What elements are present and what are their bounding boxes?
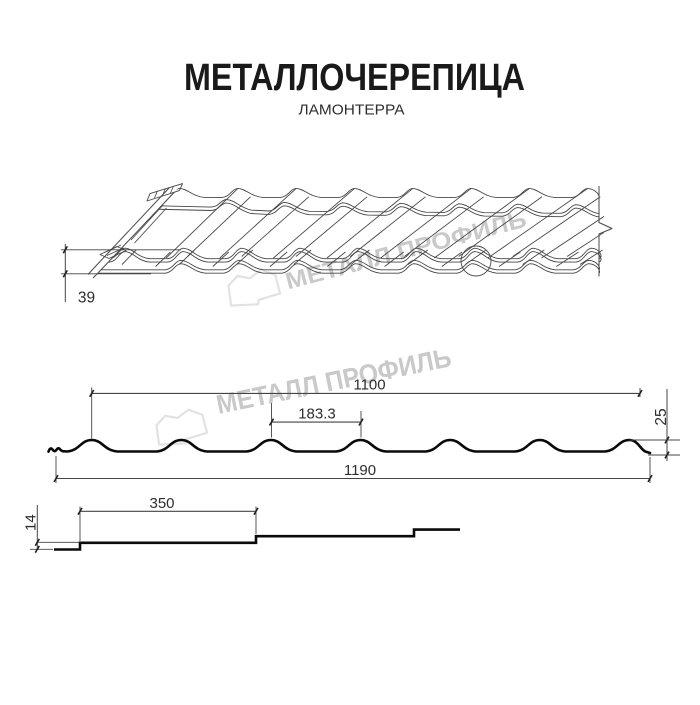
svg-text:МЕТАЛЛОЧЕРЕПИЦА: МЕТАЛЛОЧЕРЕПИЦА bbox=[184, 57, 525, 99]
svg-text:183.3: 183.3 bbox=[298, 406, 336, 423]
svg-text:14: 14 bbox=[23, 514, 40, 531]
svg-text:39: 39 bbox=[78, 290, 95, 307]
svg-text:1100: 1100 bbox=[353, 377, 385, 394]
svg-text:ЛАМОНТЕРРА: ЛАМОНТЕРРА bbox=[299, 103, 405, 119]
svg-text:350: 350 bbox=[149, 495, 174, 512]
svg-text:25: 25 bbox=[653, 408, 670, 425]
svg-text:1190: 1190 bbox=[344, 462, 376, 479]
